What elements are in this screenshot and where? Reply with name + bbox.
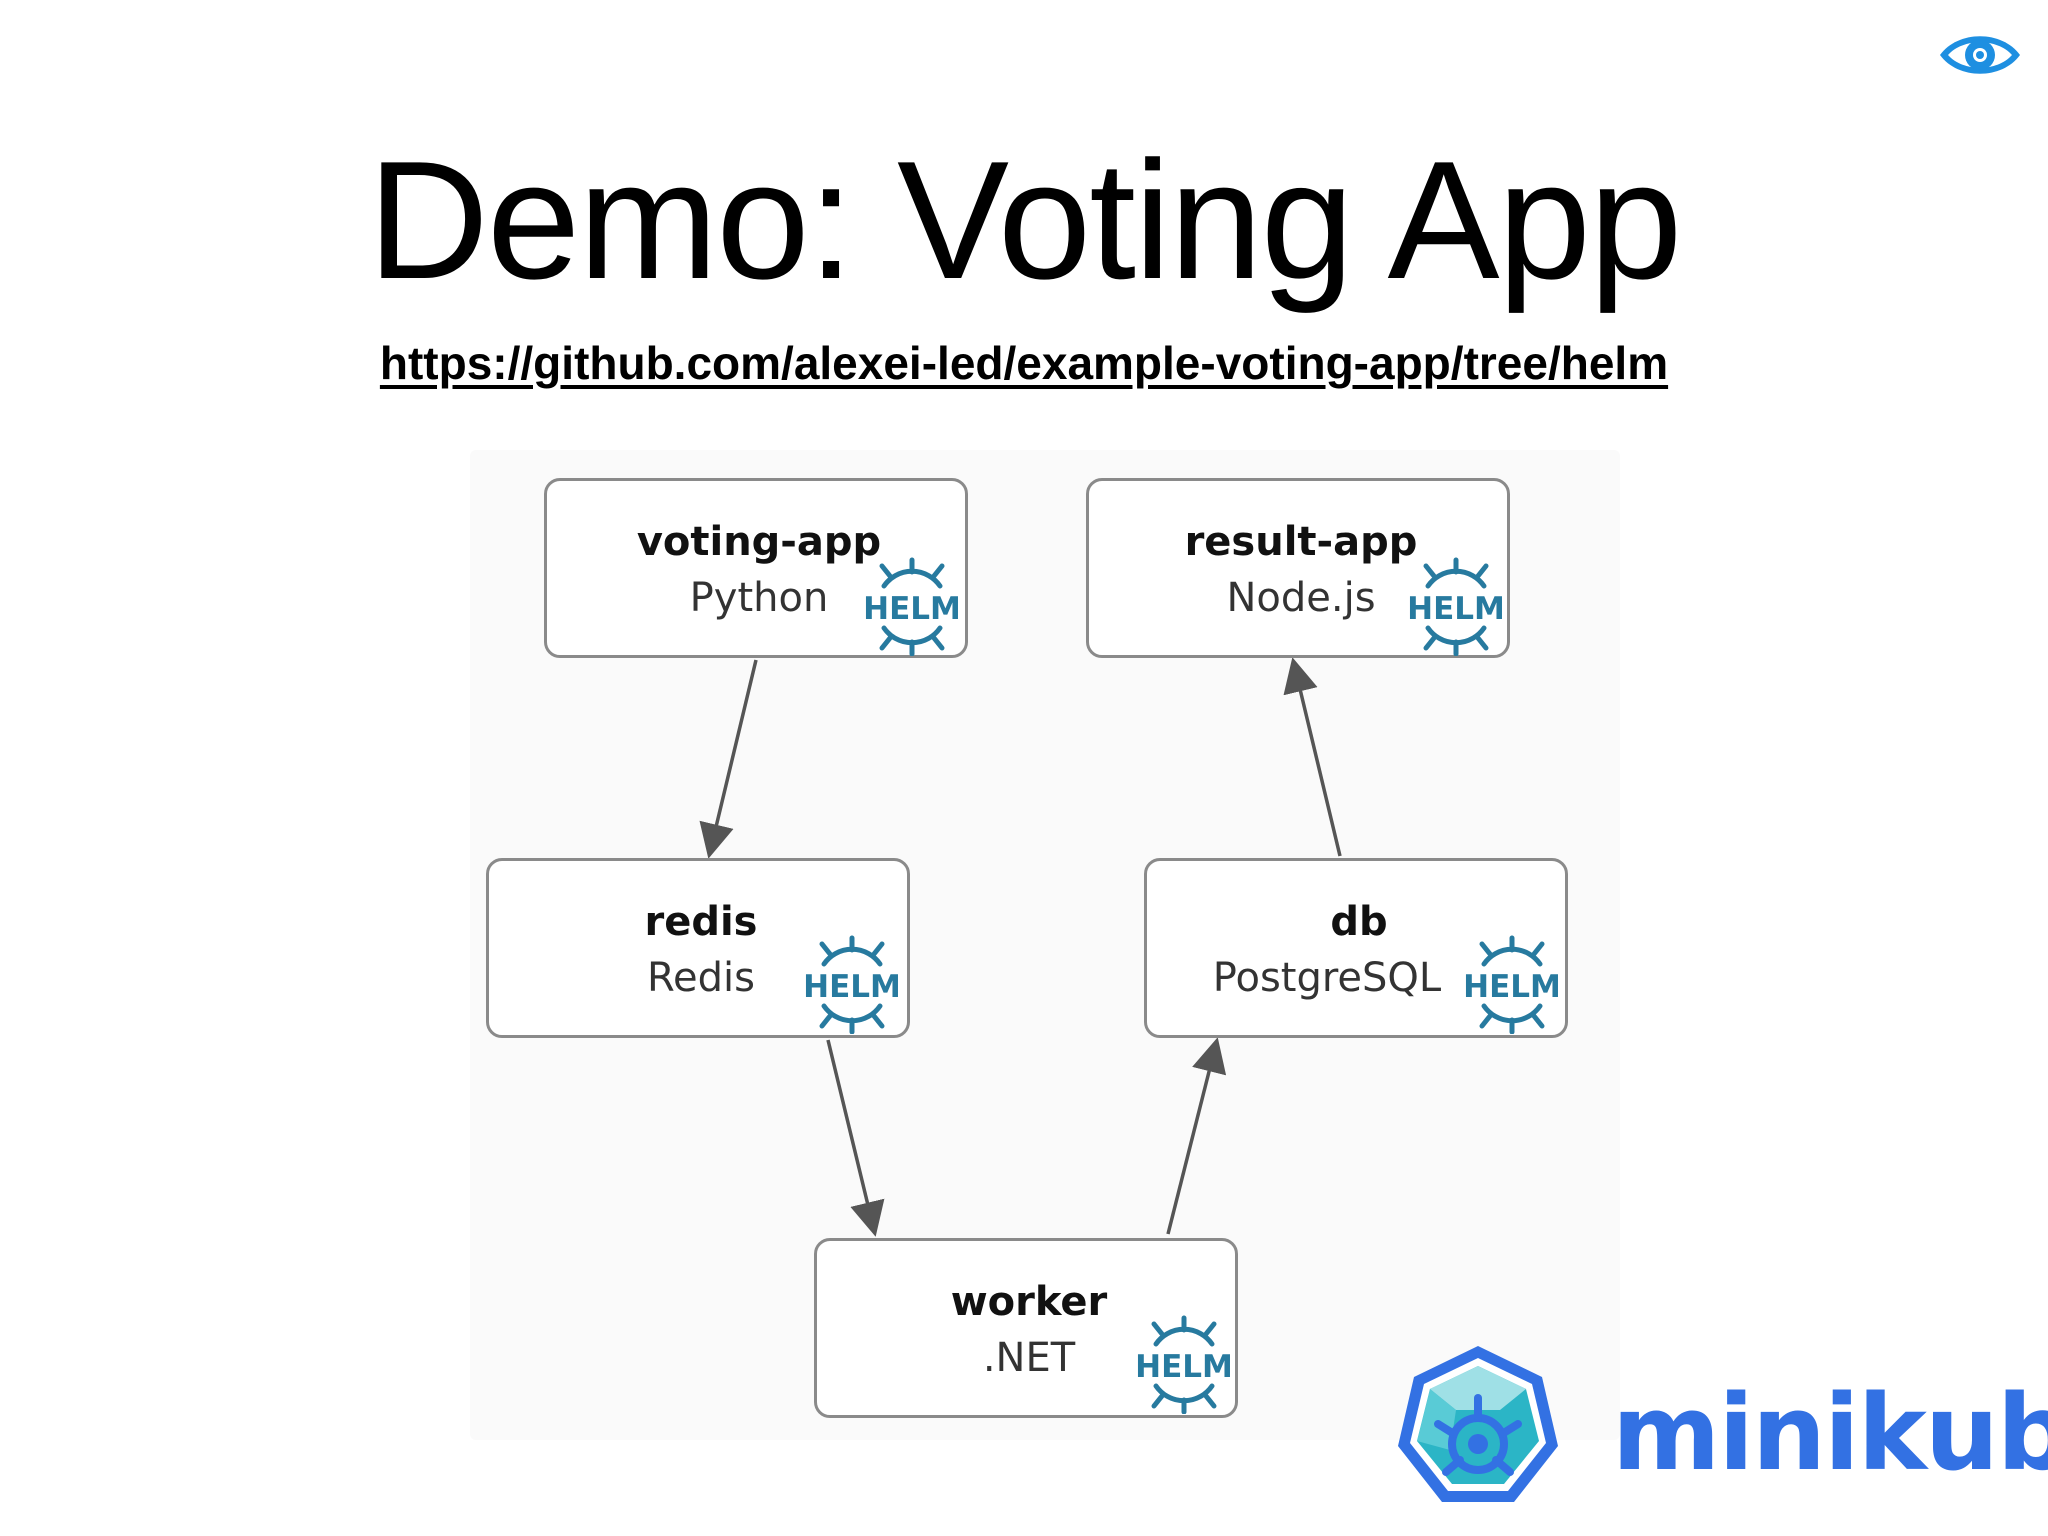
node-name: worker — [950, 1279, 1108, 1325]
svg-text:HELM: HELM — [863, 591, 961, 627]
node-name: redis — [644, 899, 758, 945]
node-tech: Redis — [647, 955, 755, 1001]
helm-logo-icon: HELM — [863, 557, 961, 656]
repo-link[interactable]: https://github.com/alexei-led/example-vo… — [379, 337, 1669, 389]
eye-icon[interactable] — [1936, 26, 2024, 84]
node-result-app: result-app Node.js — [1086, 478, 1510, 658]
helm-logo-icon: HELM — [1135, 1315, 1233, 1414]
slide-title: Demo: Voting App — [367, 126, 1683, 314]
minikube-wordmark: minikube — [1612, 1372, 2048, 1494]
svg-text:HELM: HELM — [1407, 591, 1505, 627]
node-tech: .NET — [982, 1335, 1076, 1381]
node-tech: Node.js — [1226, 575, 1376, 621]
minikube-logo-icon — [1398, 1346, 1558, 1502]
node-db: db PostgreSQL — [1144, 858, 1568, 1038]
node-name: db — [1330, 899, 1388, 945]
helm-logo-icon: HELM — [1463, 935, 1561, 1034]
svg-text:HELM: HELM — [1135, 1349, 1233, 1385]
node-tech: PostgreSQL — [1212, 955, 1442, 1001]
node-worker: worker .NET — [814, 1238, 1238, 1418]
node-tech: Python — [689, 575, 829, 621]
node-redis: redis Redis — [486, 858, 910, 1038]
svg-text:HELM: HELM — [803, 969, 901, 1005]
node-name: voting-app — [636, 519, 882, 565]
node-voting-app: voting-app Python — [544, 478, 968, 658]
helm-logo-icon: HELM — [803, 935, 901, 1034]
helm-logo-icon: HELM — [1407, 557, 1505, 656]
node-name: result-app — [1184, 519, 1418, 565]
svg-text:HELM: HELM — [1463, 969, 1561, 1005]
